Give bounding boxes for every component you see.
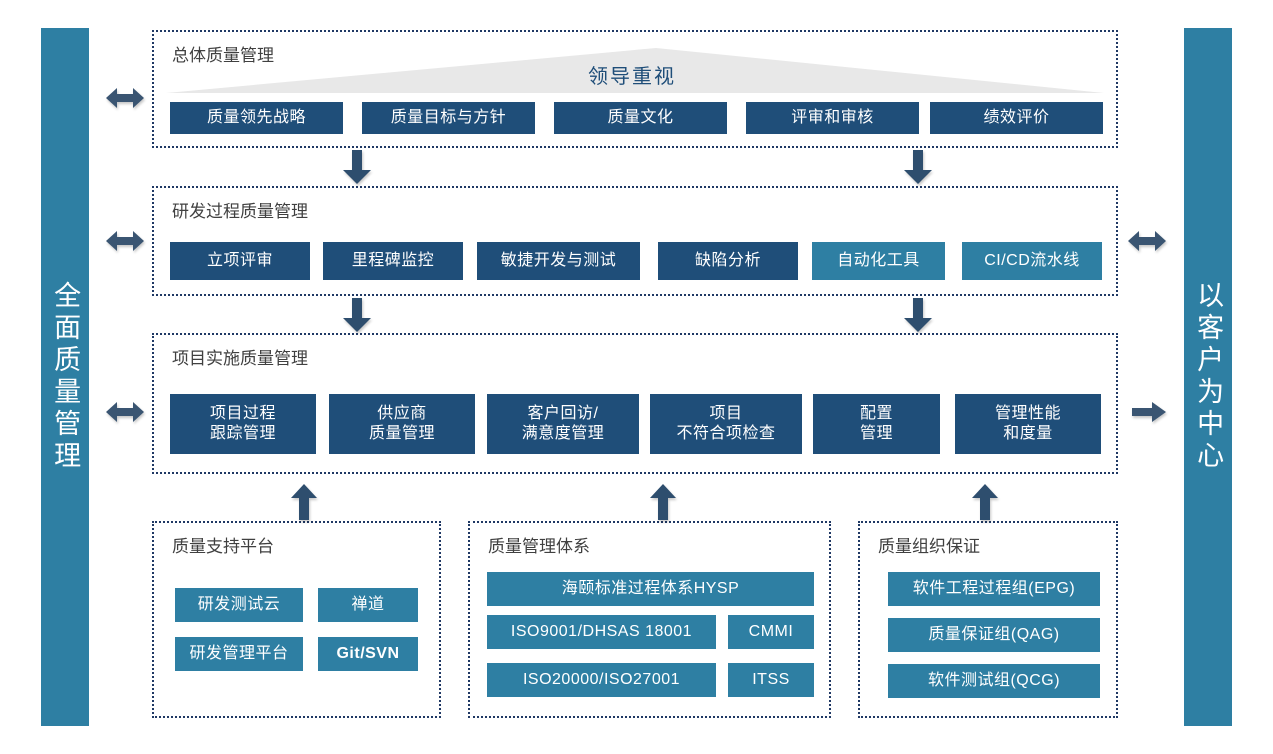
chip-project-initiation-review[interactable]: 立项评审 (170, 242, 310, 280)
chip-cicd-pipeline[interactable]: CI/CD流水线 (962, 242, 1102, 280)
arrow-up-organization (972, 484, 998, 520)
chip-zentao[interactable]: 禅道 (318, 588, 418, 622)
pillar-total-quality-management: 全面质量管理 (41, 28, 89, 726)
chip-rnd-management-platform[interactable]: 研发管理平台 (175, 637, 303, 671)
chip-customer-visit-satisfaction[interactable]: 客户回访/ 满意度管理 (487, 394, 639, 454)
section-rnd-title: 研发过程质量管理 (172, 202, 308, 221)
section-overall-title: 总体质量管理 (172, 46, 274, 65)
leadership-triangle (166, 48, 1104, 93)
pillar-left-label: 全面质量管理 (50, 281, 81, 473)
chip-hysp-standard-process-system[interactable]: 海颐标准过程体系HYSP (487, 572, 814, 606)
pillar-right-label: 以客户为中心 (1193, 281, 1224, 473)
arrow-left-overall (106, 86, 144, 110)
arrow-right-project (1132, 400, 1166, 424)
chip-cmmi[interactable]: CMMI (728, 615, 814, 649)
arrow-right-rnd (1128, 229, 1166, 253)
chip-rnd-test-cloud[interactable]: 研发测试云 (175, 588, 303, 622)
chip-automation-tools[interactable]: 自动化工具 (812, 242, 945, 280)
chip-project-process-tracking[interactable]: 项目过程 跟踪管理 (170, 394, 316, 454)
chip-agile-dev-and-test[interactable]: 敏捷开发与测试 (477, 242, 640, 280)
chip-supplier-quality-management[interactable]: 供应商 质量管理 (329, 394, 475, 454)
chip-milestone-monitoring[interactable]: 里程碑监控 (323, 242, 463, 280)
arrow-up-system (650, 484, 676, 520)
arrow-down-rnd-project-right (904, 298, 932, 332)
chip-iso20000-iso27001[interactable]: ISO20000/ISO27001 (487, 663, 716, 697)
pillar-customer-centric: 以客户为中心 (1184, 28, 1232, 726)
chip-performance-evaluation[interactable]: 绩效评价 (930, 102, 1103, 134)
chip-management-performance-metrics[interactable]: 管理性能 和度量 (955, 394, 1101, 454)
chip-iso9001-dhsas18001[interactable]: ISO9001/DHSAS 18001 (487, 615, 716, 649)
chip-qag-group[interactable]: 质量保证组(QAG) (888, 618, 1100, 652)
chip-defect-analysis[interactable]: 缺陷分析 (658, 242, 798, 280)
arrow-down-overall-rnd-right (904, 150, 932, 184)
chip-project-nonconformance-check[interactable]: 项目 不符合项检查 (650, 394, 802, 454)
chip-git-svn[interactable]: Git/SVN (318, 637, 418, 671)
leadership-emphasis-label: 领导重视 (588, 66, 676, 88)
chip-itss[interactable]: ITSS (728, 663, 814, 697)
chip-quality-leading-strategy[interactable]: 质量领先战略 (170, 102, 343, 134)
chip-quality-objectives-policy[interactable]: 质量目标与方针 (362, 102, 535, 134)
arrow-up-platform (291, 484, 317, 520)
arrow-left-rnd (106, 229, 144, 253)
section-project-title: 项目实施质量管理 (172, 349, 308, 368)
chip-review-and-audit[interactable]: 评审和审核 (746, 102, 919, 134)
arrow-down-overall-rnd-left (343, 150, 371, 184)
chip-quality-culture[interactable]: 质量文化 (554, 102, 727, 134)
chip-configuration-management[interactable]: 配置 管理 (813, 394, 940, 454)
section-organization-title: 质量组织保证 (878, 537, 980, 556)
chip-epg-group[interactable]: 软件工程过程组(EPG) (888, 572, 1100, 606)
section-platform-title: 质量支持平台 (172, 537, 274, 556)
arrow-down-rnd-project-left (343, 298, 371, 332)
section-system-title: 质量管理体系 (488, 537, 590, 556)
chip-qcg-group[interactable]: 软件测试组(QCG) (888, 664, 1100, 698)
arrow-left-project (106, 400, 144, 424)
